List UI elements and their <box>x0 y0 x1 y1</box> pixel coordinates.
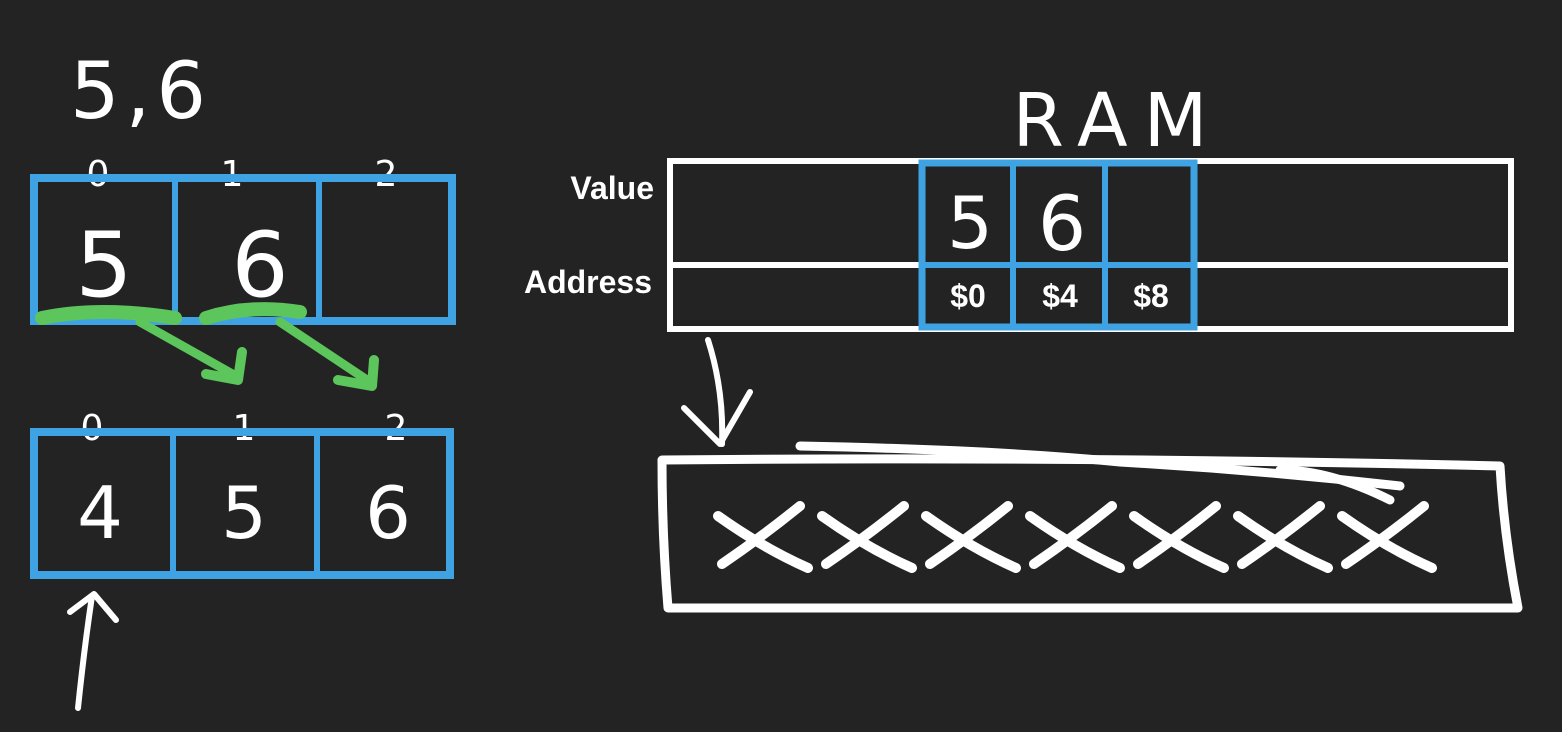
ram-table-border <box>667 158 1514 332</box>
memory-strip-marks: XXXXXXX <box>713 501 1437 573</box>
underline-mark <box>35 305 182 325</box>
ram-value-0: 5 <box>947 181 993 265</box>
bottom-cell-1: 5 <box>221 471 267 555</box>
ram-address-0: $0 <box>950 278 986 314</box>
heading-values: 5,6 <box>70 47 212 137</box>
ram-row-label-address: Address <box>524 264 652 300</box>
memory-mark: X <box>921 501 1021 573</box>
memory-mark: X <box>1337 501 1437 573</box>
ram-title: RAM <box>1013 78 1224 164</box>
memory-mark: X <box>1233 501 1333 573</box>
ram-row-label-value: Value <box>570 170 654 206</box>
memory-mark: X <box>713 501 813 573</box>
up-arrow-icon <box>67 591 119 711</box>
top-array: 5 6 <box>30 174 456 325</box>
top-cell-0: 5 <box>75 213 132 318</box>
bottom-cell-0: 4 <box>77 471 123 555</box>
bottom-array: 4 5 6 <box>30 428 454 579</box>
memory-mark: X <box>817 501 917 573</box>
bottom-cell-2: 6 <box>365 471 411 555</box>
top-cell-1: 6 <box>231 213 288 318</box>
bottom-array-border <box>30 428 454 579</box>
ram-address-1: $4 <box>1042 278 1078 314</box>
down-arrow-icon <box>681 337 753 447</box>
shift-arrow-1 <box>135 317 241 381</box>
ram-table: Value Address 5 6 $0 $4 $8 <box>524 158 1514 332</box>
shift-arrow-2-head <box>333 355 379 391</box>
ram-value-1: 6 <box>1038 179 1086 268</box>
memory-mark: X <box>1129 501 1229 573</box>
ram-highlight-border <box>918 159 1198 331</box>
top-array-border <box>30 174 456 325</box>
memory-strip: XXXXXXX <box>657 441 1523 613</box>
shift-arrow-2 <box>275 317 375 387</box>
ram-address-2: $8 <box>1133 278 1169 314</box>
memory-strip-border <box>657 454 1523 613</box>
shift-arrows <box>35 302 379 391</box>
memory-strip-scribble <box>795 441 1405 505</box>
shift-arrow-1-head <box>201 347 247 385</box>
memory-mark: X <box>1025 501 1125 573</box>
underline-mark <box>199 302 307 325</box>
